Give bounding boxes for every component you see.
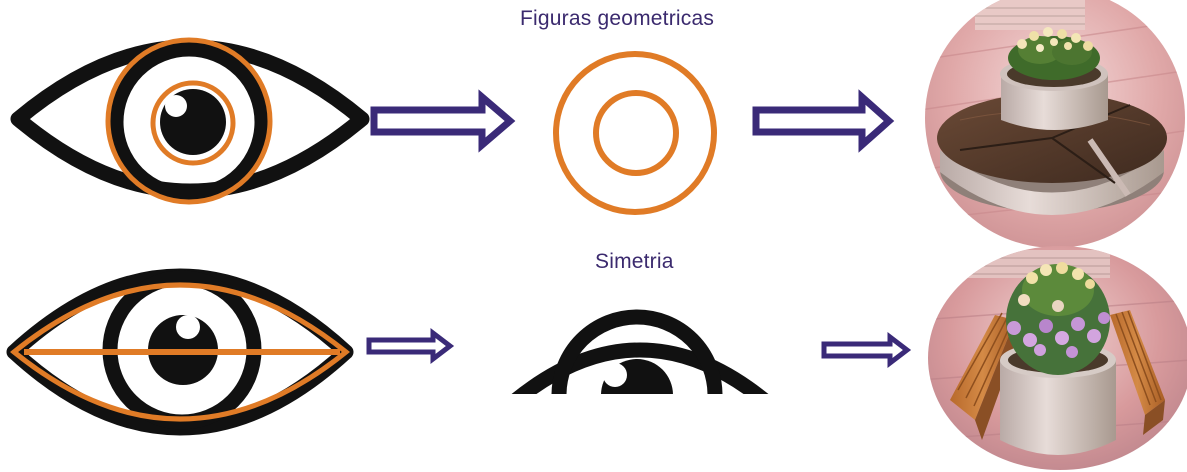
flowers xyxy=(1008,27,1100,80)
flowers xyxy=(1006,262,1110,375)
iris-ring xyxy=(108,41,270,203)
circular-planter-bench-render xyxy=(925,0,1185,248)
arrow-right-icon xyxy=(821,331,912,369)
inner-circle xyxy=(593,90,679,176)
eye-with-symmetry-axis-figure xyxy=(6,268,354,436)
orange-outer-circle xyxy=(105,37,273,205)
planter-with-two-benches-render xyxy=(928,246,1187,470)
arrow-right-icon xyxy=(752,89,895,153)
arrow-right-icon xyxy=(366,327,455,365)
arrow-right-icon xyxy=(370,89,516,153)
concept-label-symmetry: Simetria xyxy=(595,250,674,273)
pupil-highlight xyxy=(165,95,187,117)
pupil-highlight xyxy=(176,315,200,339)
eye-outline-shape xyxy=(10,39,370,199)
orange-eye-contour xyxy=(10,282,350,422)
outer-circle xyxy=(553,51,717,215)
orange-inner-circle xyxy=(150,80,236,166)
concept-label-geometric-figures: Figuras geometricas xyxy=(520,7,715,30)
concentric-circles-figure xyxy=(553,51,717,215)
eye-with-circles-figure xyxy=(10,37,370,205)
half-eye-cropped-figure xyxy=(511,309,769,394)
